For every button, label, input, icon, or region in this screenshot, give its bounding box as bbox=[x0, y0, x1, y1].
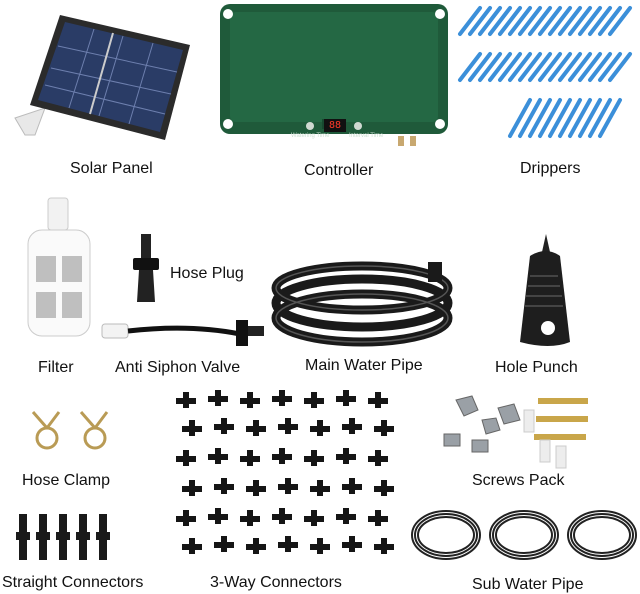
watering-time-text: Watering Time bbox=[291, 133, 330, 139]
hose-plug-label: Hose Plug bbox=[170, 265, 244, 282]
screws-pack-image bbox=[443, 395, 588, 469]
screws-pack-label: Screws Pack bbox=[472, 472, 565, 489]
hole-punch-label: Hole Punch bbox=[495, 359, 578, 376]
three-way-connectors-image bbox=[176, 390, 394, 554]
solar-panel-image bbox=[14, 15, 190, 140]
controller-image bbox=[220, 4, 448, 146]
filter-image bbox=[27, 197, 91, 337]
anti-siphon-valve-image bbox=[101, 320, 264, 346]
three-way-connectors-label: 3-Way Connectors bbox=[210, 574, 342, 591]
hose-plug-image bbox=[133, 234, 159, 302]
hose-clamp-image bbox=[31, 411, 109, 450]
main-water-pipe-image bbox=[271, 261, 453, 347]
controller-display: 88 bbox=[324, 119, 346, 132]
controller-label: Controller bbox=[304, 162, 374, 179]
interval-time-text: Interval Time bbox=[349, 133, 384, 139]
drippers-image bbox=[458, 6, 632, 138]
hole-punch-image bbox=[520, 234, 570, 346]
sub-water-pipe-label: Sub Water Pipe bbox=[472, 576, 584, 593]
filter-label: Filter bbox=[38, 359, 74, 376]
straight-connectors-image bbox=[16, 514, 110, 560]
solar-panel-label: Solar Panel bbox=[70, 160, 153, 177]
straight-connectors-label: Straight Connectors bbox=[2, 574, 144, 591]
hose-clamp-label: Hose Clamp bbox=[22, 472, 111, 489]
main-water-pipe-label: Main Water Pipe bbox=[305, 357, 423, 374]
sub-water-pipe-image bbox=[411, 510, 637, 560]
anti-siphon-valve-label: Anti Siphon Valve bbox=[115, 359, 241, 376]
drippers-label: Drippers bbox=[520, 160, 581, 177]
